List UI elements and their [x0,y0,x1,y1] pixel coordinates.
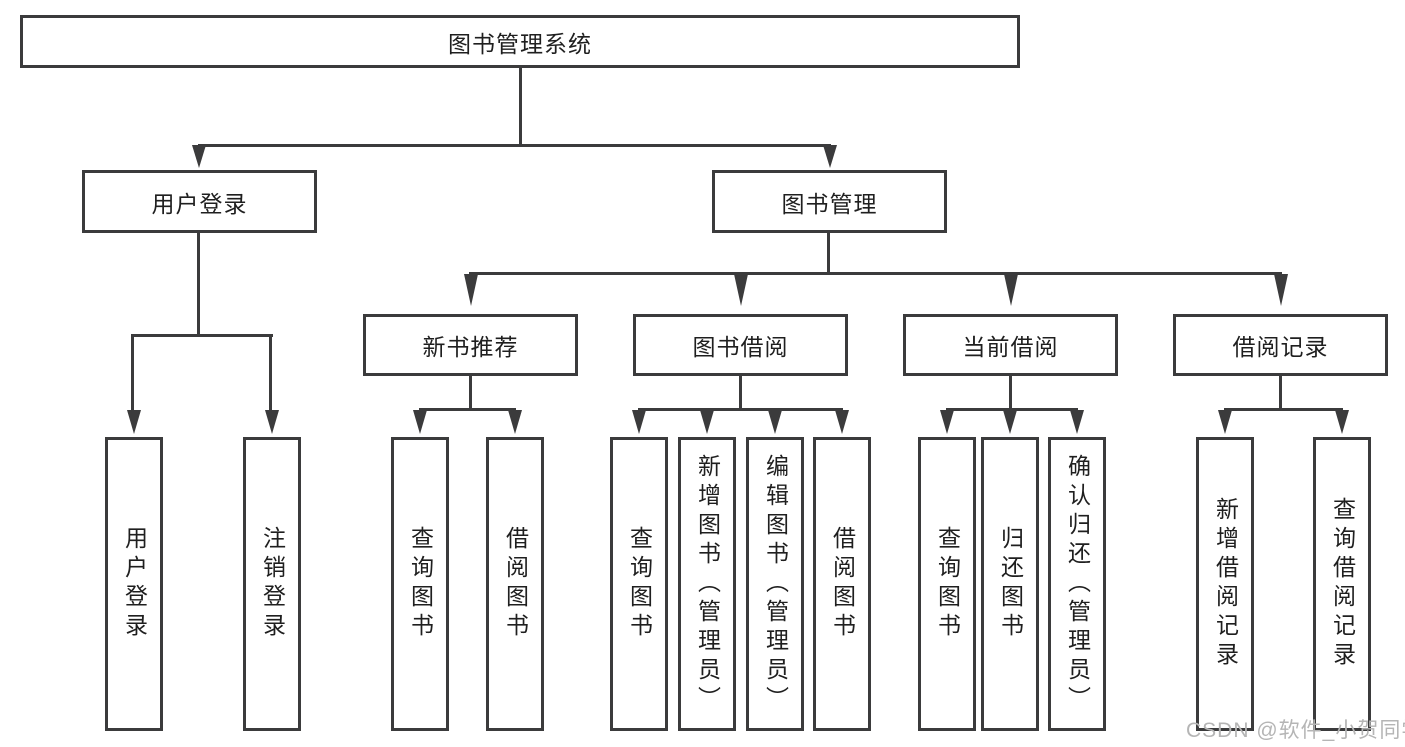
arrow-down-icon [127,410,141,434]
arrow-down-icon [192,145,206,168]
node-borrow-record: 借阅记录 [1173,314,1388,376]
connector-root-stem [519,68,522,147]
connector-level3-horizontal [469,272,1282,275]
connector-level2-horizontal [198,144,831,147]
connector-user-login-child1-stem [131,336,134,412]
connector-user-login-stem [197,233,200,337]
node-user-login: 用户登录 [82,170,317,233]
arrow-down-icon [823,145,837,168]
leaf-recommend-query-book: 查询图书 [391,437,449,731]
connector-user-login-horizontal [131,334,273,337]
leaf-add-book-admin: 新增图书（管理员） [678,437,736,731]
leaf-user-login: 用户登录 [105,437,163,731]
arrow-down-icon [1274,274,1288,306]
arrow-down-icon [1218,410,1232,434]
arrow-down-icon [700,410,714,434]
connector-record-horizontal [1224,408,1343,411]
connector-current-horizontal [946,408,1078,411]
arrow-down-icon [508,410,522,434]
connector-book-mgmt-stem [827,233,830,274]
connector-recommend-stem [469,376,472,410]
arrow-down-icon [265,410,279,434]
leaf-borrow-query-book: 查询图书 [610,437,668,731]
node-new-book-recommend: 新书推荐 [363,314,578,376]
leaf-add-borrow-record: 新增借阅记录 [1196,437,1254,731]
connector-record-stem [1279,376,1282,410]
arrow-down-icon [734,274,748,306]
node-root: 图书管理系统 [20,15,1020,68]
connector-user-login-child2-stem [269,336,272,412]
arrow-down-icon [413,410,427,434]
leaf-current-query-book: 查询图书 [918,437,976,731]
arrow-down-icon [1335,410,1349,434]
node-book-management: 图书管理 [712,170,947,233]
csdn-watermark: CSDN @软件_小贺同学 [1186,719,1405,742]
arrow-down-icon [1004,274,1018,306]
arrow-down-icon [464,274,478,306]
connector-current-stem [1009,376,1012,410]
leaf-return-book: 归还图书 [981,437,1039,731]
node-book-borrow: 图书借阅 [633,314,848,376]
arrow-down-icon [1070,410,1084,434]
node-current-borrow: 当前借阅 [903,314,1118,376]
connector-recommend-horizontal [419,408,516,411]
leaf-recommend-borrow-book: 借阅图书 [486,437,544,731]
arrow-down-icon [632,410,646,434]
connector-borrow-stem [739,376,742,410]
arrow-down-icon [835,410,849,434]
leaf-confirm-return-admin: 确认归还（管理员） [1048,437,1106,731]
arrow-down-icon [940,410,954,434]
leaf-edit-book-admin: 编辑图书（管理员） [746,437,804,731]
leaf-logout: 注销登录 [243,437,301,731]
leaf-borrow-book: 借阅图书 [813,437,871,731]
arrow-down-icon [1003,410,1017,434]
connector-borrow-horizontal [638,408,843,411]
leaf-query-borrow-record: 查询借阅记录 [1313,437,1371,731]
arrow-down-icon [768,410,782,434]
